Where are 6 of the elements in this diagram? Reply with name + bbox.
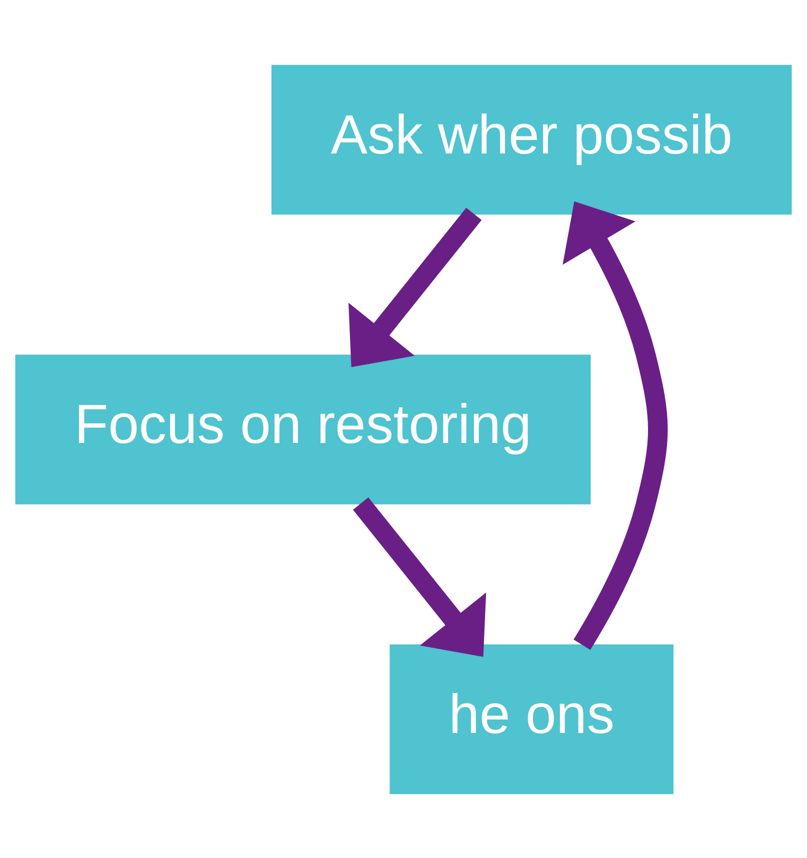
arrow (352, 496, 486, 656)
arrow (348, 207, 482, 367)
node-box: Focus on restoring (15, 354, 591, 504)
node-box: he ons (390, 644, 674, 794)
arrow (562, 200, 668, 650)
node-box: Ask wher possib (271, 64, 792, 214)
